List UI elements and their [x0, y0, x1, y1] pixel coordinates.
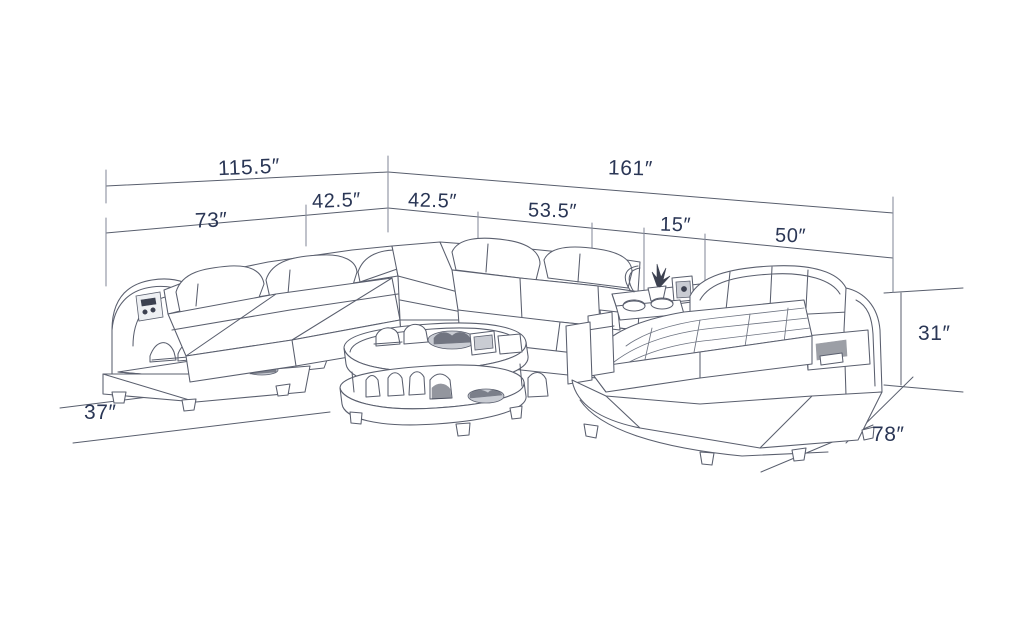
- coffee-table: [339, 322, 549, 437]
- table-top-decor: [373, 323, 523, 356]
- dimension-label-corner-left-seat: 42.5″: [311, 188, 362, 214]
- dimension-label-overall-right-span: 161″: [607, 156, 654, 181]
- dimension-label-overall-height: 31″: [918, 322, 951, 345]
- arm-control-panel: [135, 291, 164, 322]
- chaise-section: [565, 265, 883, 466]
- dimension-label-main-seat-run: 53.5″: [527, 199, 578, 223]
- dimension-label-chaise-depth: 78″: [872, 423, 905, 446]
- arm-shelf-decor-right: [815, 339, 848, 366]
- dimension-label-console-width: 15″: [659, 213, 692, 237]
- dimension-label-sofa-depth: 37″: [84, 401, 117, 424]
- dimension-label-overall-left-span: 115.5″: [217, 154, 281, 181]
- dimension-label-left-sofa-length: 73″: [194, 208, 229, 233]
- dimension-label-corner-right-seat: 42.5″: [407, 189, 458, 213]
- table-shelf-decor: [365, 371, 549, 404]
- potted-plant: [647, 263, 671, 302]
- left-seat-run: [163, 245, 403, 383]
- dimension-label-chaise-width: 50″: [774, 224, 807, 248]
